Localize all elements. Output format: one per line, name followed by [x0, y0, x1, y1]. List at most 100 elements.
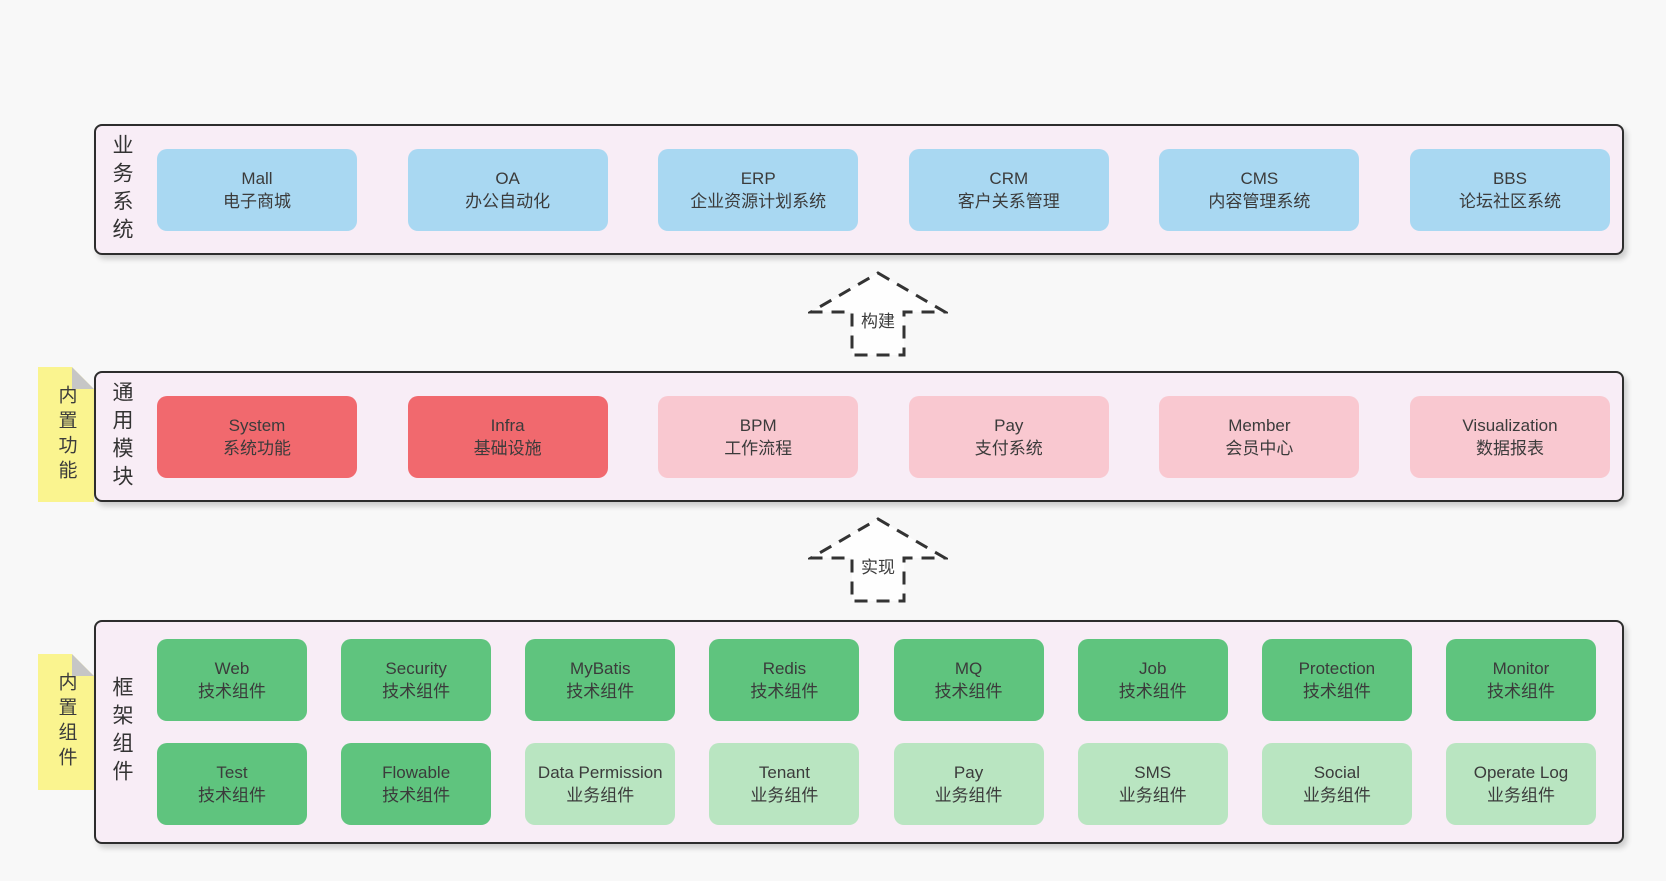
box-subtitle: 业务组件 — [566, 786, 635, 805]
components-row-1: Web 技术组件 Security 技术组件 MyBatis 技术组件 Redi… — [157, 639, 1596, 721]
box-security: Security 技术组件 — [341, 639, 492, 721]
box-social: Social 业务组件 — [1261, 743, 1412, 825]
box-sms: SMS 业务组件 — [1077, 743, 1228, 825]
box-subtitle: 技术组件 — [750, 682, 819, 701]
box-monitor: Monitor 技术组件 — [1445, 639, 1596, 721]
box-subtitle: 数据报表 — [1475, 438, 1544, 458]
box-subtitle: 技术组件 — [382, 682, 451, 701]
box-subtitle: 业务组件 — [934, 786, 1003, 805]
box-subtitle: 技术组件 — [1486, 682, 1555, 701]
box-title: Visualization — [1462, 415, 1558, 435]
box-mybatis: MyBatis 技术组件 — [525, 639, 676, 721]
box-title: ERP — [740, 168, 776, 188]
box-title: Security — [385, 659, 447, 678]
box-subtitle: 企业资源计划系统 — [690, 191, 827, 211]
arrow-label: 实现 — [861, 558, 895, 577]
box-title: Monitor — [1492, 659, 1550, 678]
box-job: Job 技术组件 — [1077, 639, 1228, 721]
business-box-row: Mall 电子商城 OA 办公自动化 ERP 企业资源计划系统 CRM 客户关系… — [142, 126, 1622, 253]
box-mall: Mall 电子商城 — [157, 148, 357, 231]
box-test: Test 技术组件 — [157, 743, 307, 825]
box-pay-module: Pay 支付系统 — [908, 395, 1109, 478]
box-subtitle: 技术组件 — [198, 682, 266, 701]
box-subtitle: 工作流程 — [724, 438, 793, 458]
box-title: Pay — [953, 763, 984, 782]
box-subtitle: 内容管理系统 — [1208, 191, 1311, 211]
sticky-note-text: 内置组件 — [55, 672, 77, 772]
box-erp: ERP 企业资源计划系统 — [658, 148, 859, 231]
box-redis: Redis 技术组件 — [709, 639, 860, 721]
box-title: CRM — [989, 168, 1029, 188]
box-member: Member 会员中心 — [1159, 395, 1360, 478]
box-title: System — [228, 415, 286, 435]
box-title: Flowable — [382, 763, 451, 782]
box-title: Pay — [994, 415, 1024, 435]
box-subtitle: 基础设施 — [473, 438, 542, 458]
box-title: Job — [1138, 659, 1167, 678]
box-subtitle: 会员中心 — [1225, 438, 1294, 458]
box-subtitle: 电子商城 — [223, 191, 291, 211]
box-title: BBS — [1492, 168, 1527, 188]
box-subtitle: 技术组件 — [934, 682, 1003, 701]
box-title: Data Permission — [537, 763, 663, 782]
band-label-business: 业务系统 — [110, 133, 133, 246]
box-title: BPM — [739, 415, 777, 435]
box-infra: Infra 基础设施 — [407, 395, 608, 478]
box-title: Mall — [241, 168, 273, 188]
box-subtitle: 系统功能 — [223, 438, 291, 458]
components-grid: Web 技术组件 Security 技术组件 MyBatis 技术组件 Redi… — [142, 622, 1622, 842]
modules-box-row: System 系统功能 Infra 基础设施 BPM 工作流程 Pay 支付系统… — [142, 373, 1622, 500]
box-title: Redis — [762, 659, 807, 678]
sticky-note-builtin-features: 内置功能 — [38, 367, 94, 502]
band-common-modules: 通用模块 System 系统功能 Infra 基础设施 BPM 工作流程 Pay… — [94, 371, 1624, 502]
box-crm: CRM 客户关系管理 — [908, 148, 1109, 231]
box-flowable: Flowable 技术组件 — [341, 743, 492, 825]
box-pay-component: Pay 业务组件 — [893, 743, 1044, 825]
box-tenant: Tenant 业务组件 — [709, 743, 860, 825]
band-framework-components: 框架组件 Web 技术组件 Security 技术组件 MyBatis 技术组件… — [94, 620, 1624, 844]
box-protection: Protection 技术组件 — [1261, 639, 1412, 721]
arrow-label: 构建 — [861, 312, 895, 331]
box-web: Web 技术组件 — [157, 639, 307, 721]
box-title: Tenant — [758, 763, 810, 782]
box-subtitle: 业务组件 — [1486, 786, 1555, 805]
box-subtitle: 技术组件 — [382, 786, 451, 805]
box-subtitle: 论坛社区系统 — [1458, 191, 1561, 211]
box-subtitle: 技术组件 — [1302, 682, 1371, 701]
box-system: System 系统功能 — [157, 395, 357, 478]
box-subtitle: 技术组件 — [1118, 682, 1187, 701]
sticky-note-builtin-components: 内置组件 — [38, 654, 94, 790]
box-title: CMS — [1240, 168, 1279, 188]
band-label-modules: 通用模块 — [110, 380, 133, 493]
band-business-systems: 业务系统 Mall 电子商城 OA 办公自动化 ERP 企业资源计划系统 CRM… — [94, 124, 1624, 255]
box-mq: MQ 技术组件 — [893, 639, 1044, 721]
box-title: Operate Log — [1473, 763, 1569, 782]
sticky-note-text: 内置功能 — [55, 384, 77, 485]
box-title: Web — [214, 659, 250, 678]
box-title: MQ — [954, 659, 983, 678]
band-label-components: 框架组件 — [110, 676, 133, 788]
box-title: Test — [216, 763, 248, 782]
box-bbs: BBS 论坛社区系统 — [1409, 148, 1610, 231]
box-subtitle: 支付系统 — [974, 438, 1043, 458]
box-title: Protection — [1298, 659, 1376, 678]
box-visualization: Visualization 数据报表 — [1409, 395, 1610, 478]
build-arrow-icon: 构建 — [808, 271, 948, 357]
box-subtitle: 客户关系管理 — [957, 191, 1060, 211]
box-title: Infra — [490, 415, 525, 435]
box-title: OA — [495, 168, 520, 188]
box-title: Social — [1313, 763, 1360, 782]
box-subtitle: 业务组件 — [750, 786, 819, 805]
box-subtitle: 技术组件 — [566, 682, 635, 701]
box-title: Member — [1228, 415, 1291, 435]
components-row-2: Test 技术组件 Flowable 技术组件 Data Permission … — [157, 743, 1596, 825]
box-operate-log: Operate Log 业务组件 — [1445, 743, 1596, 825]
box-data-permission: Data Permission 业务组件 — [525, 743, 676, 825]
box-oa: OA 办公自动化 — [407, 148, 608, 231]
implement-arrow-icon: 实现 — [808, 517, 948, 603]
box-title: MyBatis — [570, 659, 631, 678]
box-subtitle: 技术组件 — [198, 786, 266, 805]
box-bpm: BPM 工作流程 — [658, 395, 859, 478]
box-subtitle: 业务组件 — [1118, 786, 1187, 805]
